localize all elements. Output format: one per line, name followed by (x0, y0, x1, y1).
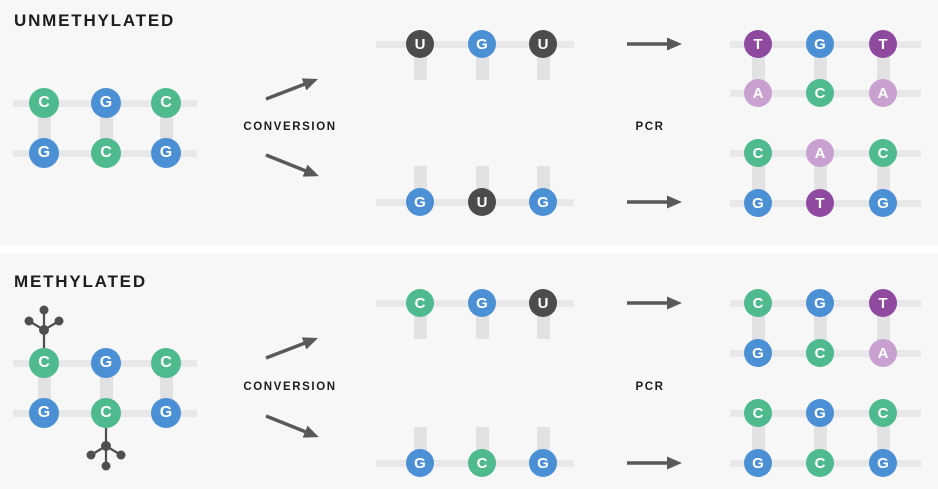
base-G: G (468, 289, 496, 317)
base-C: C (869, 139, 897, 167)
base-A: A (869, 79, 897, 107)
base-A: A (806, 139, 834, 167)
base-G: G (151, 138, 181, 168)
base-T: T (806, 189, 834, 217)
base-G: G (406, 449, 434, 477)
base-U: U (529, 30, 557, 58)
base-G: G (529, 188, 557, 216)
base-C: C (29, 88, 59, 118)
base-T: T (869, 289, 897, 317)
base-G: G (744, 449, 772, 477)
base-G: G (91, 88, 121, 118)
base-G: G (468, 30, 496, 58)
base-U: U (529, 289, 557, 317)
base-C: C (468, 449, 496, 477)
base-G: G (744, 339, 772, 367)
conversion-label: CONVERSION (243, 121, 337, 133)
base-G: G (806, 399, 834, 427)
base-G: G (869, 449, 897, 477)
base-G: G (29, 398, 59, 428)
base-G: G (91, 348, 121, 378)
base-G: G (744, 189, 772, 217)
pcr-label: PCR (635, 121, 665, 133)
base-C: C (806, 79, 834, 107)
base-G: G (29, 138, 59, 168)
base-G: G (806, 30, 834, 58)
base-C: C (744, 399, 772, 427)
base-G: G (529, 449, 557, 477)
base-G: G (151, 398, 181, 428)
pcr-label: PCR (635, 381, 665, 393)
base-C: C (406, 289, 434, 317)
base-U: U (468, 188, 496, 216)
base-T: T (869, 30, 897, 58)
base-T: T (744, 30, 772, 58)
conversion-label: CONVERSION (243, 381, 337, 393)
base-C: C (29, 348, 59, 378)
base-G: G (869, 189, 897, 217)
base-A: A (869, 339, 897, 367)
base-C: C (806, 449, 834, 477)
base-C: C (91, 138, 121, 168)
base-C: C (151, 348, 181, 378)
base-G: G (806, 289, 834, 317)
base-A: A (744, 79, 772, 107)
section-title-methylated: METHYLATED (14, 272, 147, 291)
base-C: C (151, 88, 181, 118)
base-C: C (744, 139, 772, 167)
base-C: C (806, 339, 834, 367)
base-U: U (406, 30, 434, 58)
base-C: C (869, 399, 897, 427)
base-C: C (91, 398, 121, 428)
section-title-unmethylated: UNMETHYLATED (14, 11, 176, 30)
base-C: C (744, 289, 772, 317)
panel-divider (0, 245, 938, 253)
base-G: G (406, 188, 434, 216)
